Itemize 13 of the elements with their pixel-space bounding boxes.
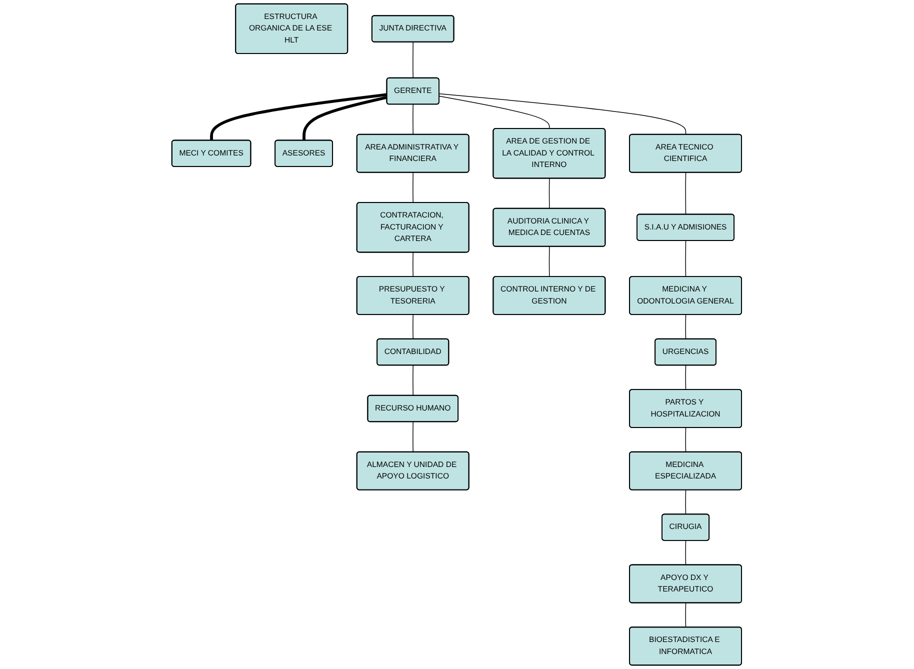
connector (439, 93, 686, 135)
connector (549, 246, 550, 278)
connector (412, 42, 414, 78)
connector (439, 96, 550, 130)
connector (412, 172, 414, 204)
connector (412, 314, 414, 340)
connector (412, 422, 414, 452)
connector (412, 365, 414, 396)
connector (412, 104, 414, 135)
connector (210, 93, 388, 140)
connector (549, 178, 550, 209)
connector (412, 252, 414, 278)
connector (302, 96, 388, 140)
